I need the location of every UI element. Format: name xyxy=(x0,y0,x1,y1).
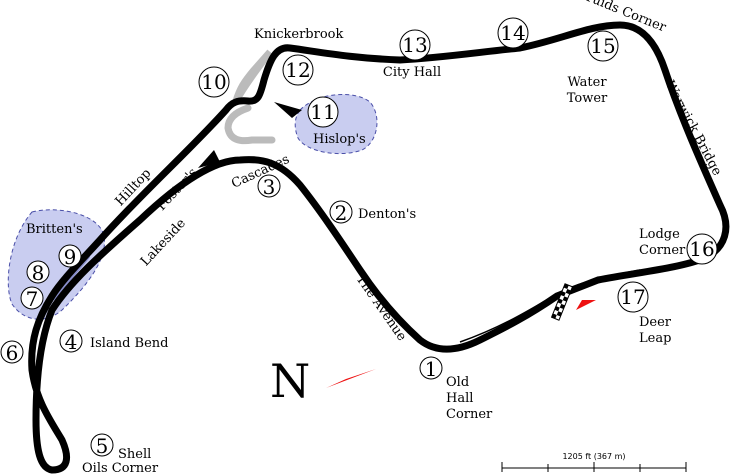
corner-3-number: 3 xyxy=(263,175,276,199)
corner-1-number: 1 xyxy=(425,357,438,381)
hislops-arrow-icon xyxy=(274,102,302,118)
corner-1-name-line2: Hall xyxy=(446,391,473,406)
corner-13-name: City Hall xyxy=(383,65,441,80)
corner-2-number: 2 xyxy=(335,201,348,225)
corner-16-name-line2: Corner xyxy=(639,243,686,258)
corner-11-number: 11 xyxy=(310,100,335,124)
corner-16-number: 16 xyxy=(689,237,714,261)
fosters-arrow-icon xyxy=(198,150,220,168)
corner-6-number: 6 xyxy=(6,341,19,365)
corner-16-name-line1: Lodge xyxy=(639,227,680,242)
old-track-section xyxy=(232,49,273,103)
corner-15-number: 15 xyxy=(590,34,615,58)
corner-5-name-line1: Shell xyxy=(118,447,151,462)
corner-5-number: 5 xyxy=(96,434,109,458)
corner-14-number: 14 xyxy=(500,21,525,45)
corner-9-number: 9 xyxy=(64,245,77,269)
corner-17-name-line2: Leap xyxy=(639,331,671,346)
corner-17-number: 17 xyxy=(620,285,645,309)
scale-label: 1205 ft (367 m) xyxy=(562,452,625,461)
corner-4-number: 4 xyxy=(65,330,78,354)
corner-17-name-line1: Deer xyxy=(639,315,672,330)
pit-lane xyxy=(459,269,641,343)
the-avenue-label: The Avenue xyxy=(353,272,410,344)
corner-12-number: 12 xyxy=(285,58,310,82)
corner-1-name-line1: Old xyxy=(446,375,469,390)
north-label: N xyxy=(270,354,310,408)
corner-10-number: 10 xyxy=(201,70,226,94)
corner-5-name-line2: Oils Corner xyxy=(82,461,159,476)
start-finish-line xyxy=(550,283,574,321)
old-track-chicane xyxy=(224,104,276,145)
lakeside-label: Lakeside xyxy=(138,216,189,269)
corner-13-number: 13 xyxy=(402,33,427,57)
knickerbrook-label: Knickerbrook xyxy=(254,27,343,42)
corner-15-name-line2: Tower xyxy=(567,91,608,106)
corner-8-number: 8 xyxy=(32,261,45,285)
corner-1-name-line3: Corner xyxy=(446,407,493,422)
hislops-label: Hislop's xyxy=(313,132,366,147)
track-outline xyxy=(28,21,730,474)
corner-markers xyxy=(0,17,718,457)
corner-2-name: Denton's xyxy=(358,207,416,222)
north-arrow-icon xyxy=(326,369,376,388)
scale-bar xyxy=(501,462,687,472)
corner-15-name-line1: Water xyxy=(567,75,607,90)
direction-arrow-icon xyxy=(576,300,596,310)
warwick-bridge-label: Warwick Bridge xyxy=(662,78,725,178)
brittens-label: Britten's xyxy=(26,222,83,237)
corner-7-number: 7 xyxy=(26,287,39,311)
corner-4-name: Island Bend xyxy=(90,336,168,351)
